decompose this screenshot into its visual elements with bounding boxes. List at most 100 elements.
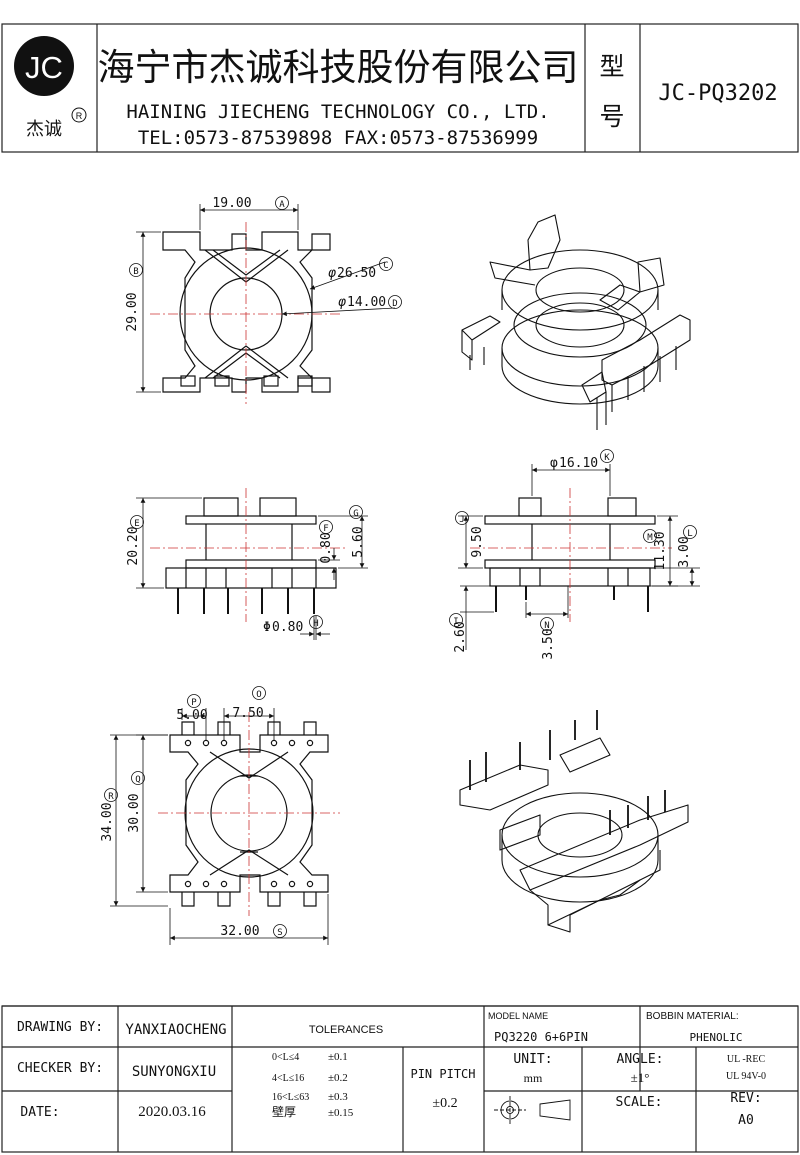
svg-text:I: I — [453, 617, 458, 627]
bottom-view-outline — [169, 734, 329, 893]
side-view-centerlines — [470, 488, 672, 622]
svg-text:K: K — [604, 453, 610, 463]
unit-label: UNIT: — [513, 1052, 552, 1067]
dim-n-value: 3.50 — [541, 628, 556, 659]
scale-label: SCALE: — [616, 1095, 663, 1110]
dim-l-value: 3.00 — [677, 536, 692, 567]
svg-text:O: O — [256, 690, 261, 700]
front-view — [165, 497, 337, 614]
registered-mark — [71, 107, 87, 123]
dim-j-tag: J — [455, 511, 469, 525]
side-view-dimensions — [458, 464, 700, 650]
side-view-tab — [607, 497, 637, 517]
dim-q-value: 30.00 — [127, 793, 142, 832]
svg-text:L: L — [687, 529, 692, 539]
type-label-1: 型 — [599, 53, 624, 81]
svg-text:E: E — [134, 519, 139, 529]
svg-text:F: F — [323, 524, 328, 534]
type-label-2: 号 — [599, 104, 624, 131]
dim-a-tag: A — [275, 196, 289, 210]
svg-text:B: B — [133, 267, 138, 277]
dim-h-tag: H — [309, 615, 323, 629]
bobbin-material-value: PHENOLIC — [690, 1031, 743, 1044]
projection-symbol-icon — [494, 1096, 571, 1124]
model-name-value: PQ3220 6+6PIN — [494, 1030, 588, 1044]
company-contact: TEL:0573-87539898 FAX:0573-87536999 — [138, 127, 538, 149]
checker-by-label: CHECKER BY: — [17, 1061, 103, 1076]
front-view-dimensions — [136, 497, 368, 640]
dim-h-value: 0.80 — [272, 620, 303, 635]
dim-s-value: 32.00 — [220, 924, 259, 939]
company-name-cn: 海宁市杰诚科技股份有限公司 — [98, 47, 579, 89]
svg-text:J: J — [459, 515, 464, 525]
tolerances-label: TOLERANCES — [309, 1024, 383, 1036]
dim-h-prefix: Φ — [263, 620, 271, 635]
top-view-pin-slot — [214, 375, 230, 387]
dim-k-tag: K — [600, 449, 614, 463]
dim-d-value: 14.00 — [347, 295, 386, 310]
side-view-tab — [518, 497, 542, 517]
dim-r-tag: R — [104, 788, 118, 802]
dim-b-tag: B — [129, 263, 143, 277]
dim-s-tag: S — [273, 924, 287, 938]
checker-by-value: SUNYONGXIU — [132, 1064, 216, 1080]
title-block-header — [1, 23, 799, 1007]
part-number: JC-PQ3202 — [658, 81, 777, 106]
dim-c-value: 26.50 — [337, 266, 376, 281]
svg-text:Q: Q — [135, 775, 140, 785]
tol-value: ±0.2 — [328, 1072, 348, 1084]
front-view-bottom-flange — [185, 559, 317, 569]
svg-text:M: M — [647, 533, 653, 543]
drawing-by-label: DRAWING BY: — [17, 1020, 103, 1035]
bottom-view-dimensions — [110, 708, 329, 945]
svg-text:N: N — [544, 621, 549, 631]
angle-label: ANGLE: — [617, 1052, 664, 1067]
date-label: DATE: — [20, 1105, 59, 1120]
tol-value: ±0.1 — [328, 1051, 348, 1063]
company-name-en: HAINING JIECHENG TECHNOLOGY CO., LTD. — [126, 101, 549, 123]
front-view-tab — [203, 497, 239, 517]
dim-o-tag: O — [252, 686, 266, 700]
dim-g-value: 5.60 — [351, 526, 366, 557]
tol-range: 16<L≤63 — [272, 1092, 309, 1103]
tol-range: 0<L≤4 — [272, 1052, 299, 1063]
svg-text:A: A — [279, 200, 285, 210]
top-view-dimensions — [136, 204, 396, 393]
dim-a-value: 19.00 — [212, 196, 251, 211]
dim-p-tag: P — [187, 694, 201, 708]
front-view-centerlines — [150, 488, 345, 622]
svg-text:H: H — [313, 619, 318, 629]
top-view-pin-slot — [297, 375, 313, 387]
dim-m-tag: M — [643, 529, 657, 543]
pin-pitch-value: ±0.2 — [432, 1096, 457, 1111]
angle-value: ±1° — [631, 1070, 650, 1085]
front-view-tab — [259, 497, 297, 517]
dim-k-value: 16.10 — [559, 456, 598, 471]
rev-label: REV: — [730, 1091, 761, 1106]
dim-i-value: 2.60 — [453, 621, 468, 652]
dim-d-phi: φ — [338, 295, 346, 310]
date-value: 2020.03.16 — [138, 1104, 206, 1120]
dim-m-value: 11.30 — [653, 531, 668, 570]
svg-text:R: R — [108, 792, 114, 802]
dim-d-tag: D — [388, 295, 402, 309]
dim-o-value: 7.50 — [232, 706, 263, 721]
dim-c-phi: φ — [328, 266, 336, 281]
company-logo: JC 杰诚 R — [14, 36, 87, 139]
dim-e-value: 20.20 — [126, 526, 141, 565]
svg-text:P: P — [191, 698, 197, 708]
dim-e-tag: E — [130, 515, 144, 529]
tol-value: ±0.3 — [328, 1091, 348, 1103]
bobbin-material-label: BOBBIN MATERIAL: — [646, 1011, 739, 1022]
top-view-pin-slot — [180, 375, 196, 387]
svg-text:S: S — [277, 928, 282, 938]
dim-k-phi: φ — [550, 456, 558, 471]
svg-text:D: D — [392, 299, 397, 309]
isometric-view-top — [461, 214, 691, 430]
top-view-pin-slot — [263, 375, 279, 387]
dim-g-tag: G — [349, 505, 363, 519]
ul-rating: UL 94V-0 — [726, 1071, 766, 1082]
dim-f-value: 0.80 — [319, 532, 334, 563]
